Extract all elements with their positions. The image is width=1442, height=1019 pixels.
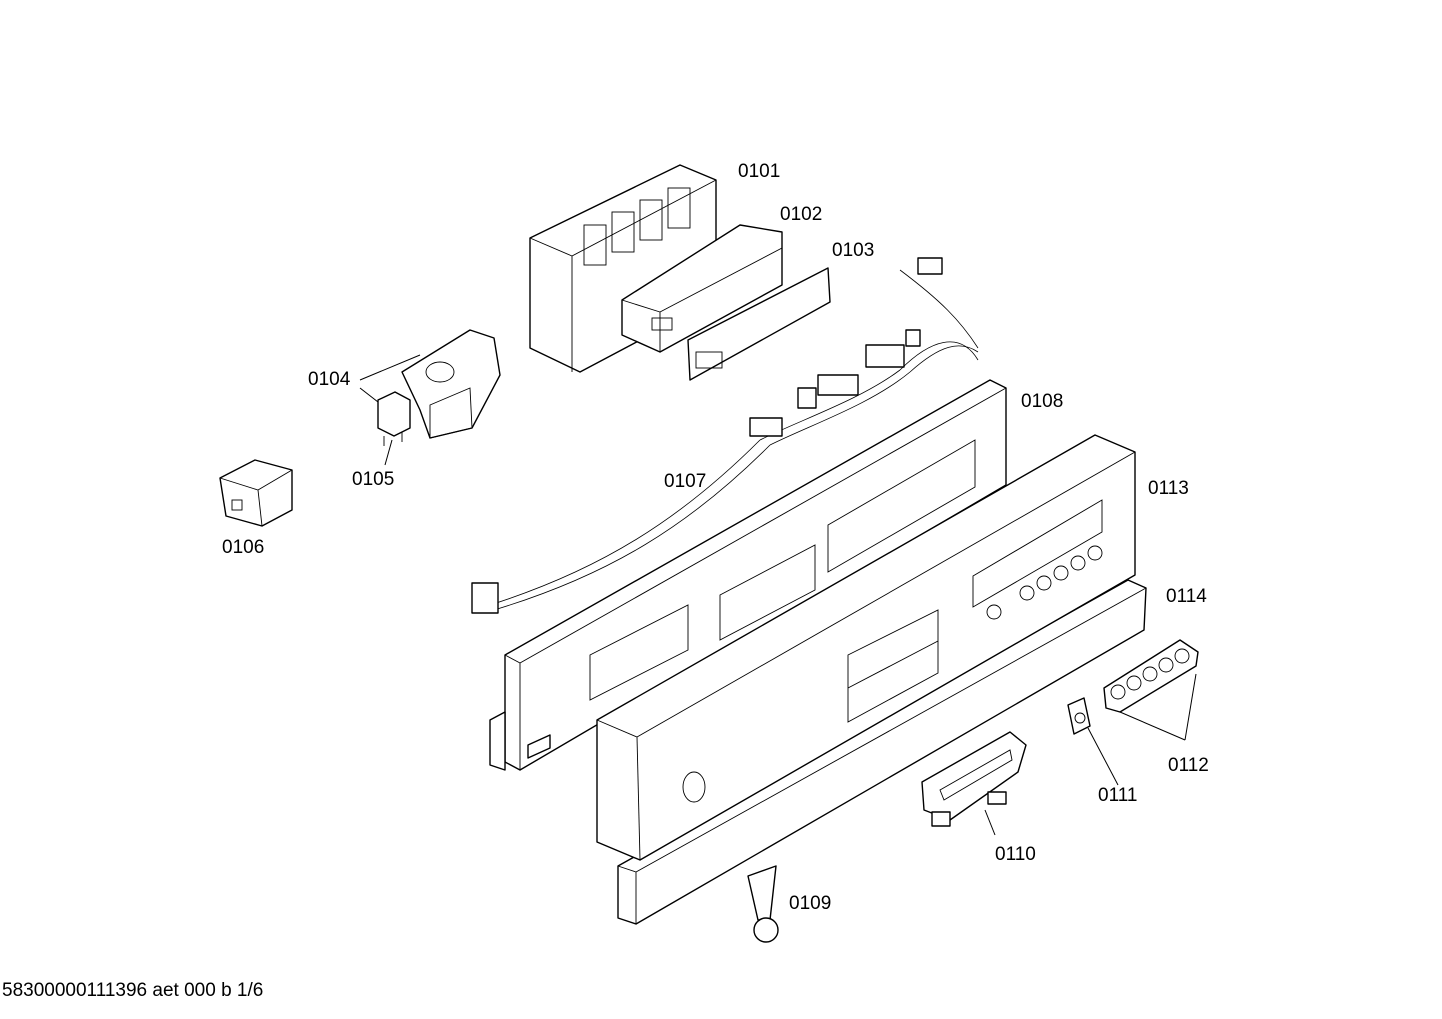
label-0107: 0107 [664,471,706,492]
part-0112-button-strip [1103,639,1199,713]
part-0102-switch-module [621,224,783,353]
part-0113-fascia-panel [596,434,1136,861]
label-0102: 0102 [780,204,822,225]
part-labels: 0101 0102 0103 0104 0105 0106 0107 0108 … [222,161,1209,914]
part-0110-handle [921,731,1027,827]
label-0110: 0110 [995,844,1036,865]
part-0111-button [1067,697,1091,735]
label-0112: 0112 [1168,755,1209,776]
label-0101: 0101 [738,161,780,182]
document-reference: 58300000111396 aet 000 b 1/6 [2,980,264,1001]
part-0105-relay [377,391,411,446]
leader-lines [359,354,1197,836]
part-0109-knob [747,865,779,943]
label-0111: 0111 [1098,785,1137,806]
label-0103: 0103 [832,240,874,261]
part-0106-terminal-block [219,459,293,527]
label-0109: 0109 [789,893,831,914]
part-0108-panel-frame [489,379,1007,771]
label-0114: 0114 [1166,586,1207,607]
part-0107-wiring-harness [471,257,979,614]
part-0114-trim-strip [617,579,1147,925]
label-0104: 0104 [308,369,351,390]
part-0104-bracket [401,329,501,439]
label-0105: 0105 [352,469,394,490]
label-0108: 0108 [1021,391,1063,412]
part-0103-label-strip [687,267,831,381]
label-0106: 0106 [222,537,264,558]
label-0113: 0113 [1148,478,1189,499]
